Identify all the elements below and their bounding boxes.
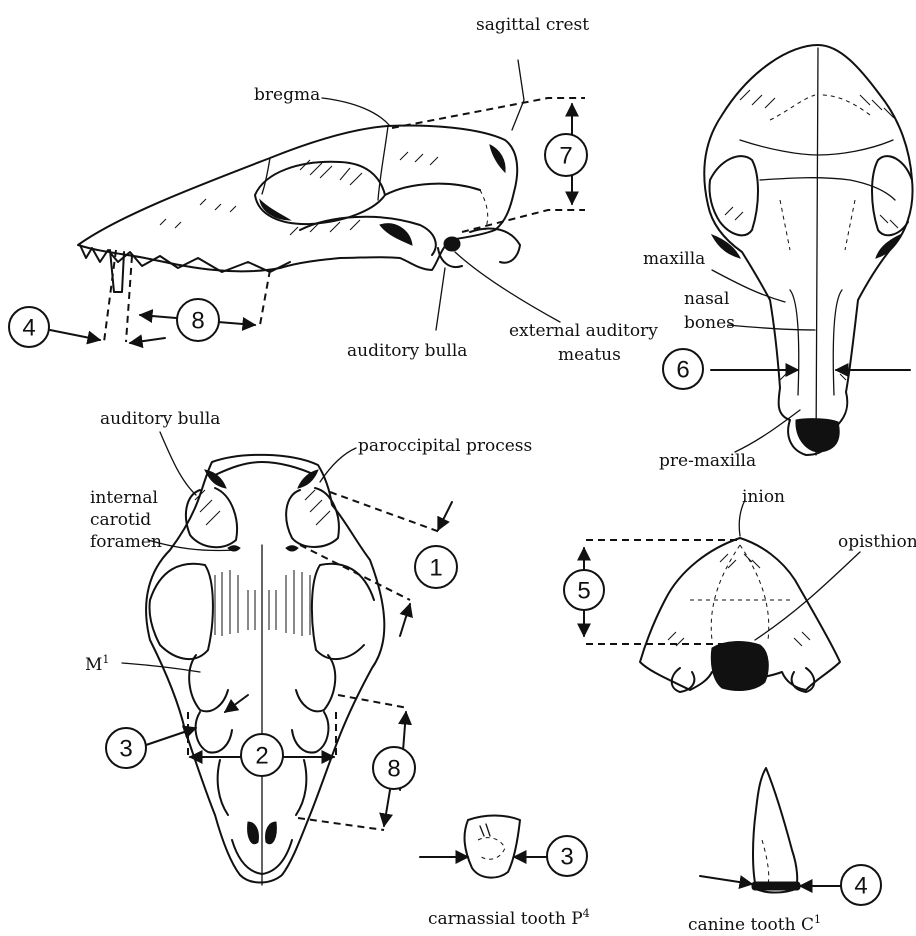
label-bones: bones bbox=[684, 313, 735, 333]
measurement-8-ventral-label: 8 bbox=[387, 756, 400, 783]
label-inion: inion bbox=[742, 487, 785, 507]
measurement-5-label: 5 bbox=[577, 578, 590, 605]
measurement-6: 6 bbox=[663, 349, 910, 389]
label-opisthion: opisthion bbox=[838, 532, 916, 552]
label-auditory-bulla-lateral: auditory bulla bbox=[347, 341, 467, 361]
measurement-3-tooth-label: 3 bbox=[560, 844, 573, 871]
measurement-8-lateral: 8 bbox=[126, 256, 270, 343]
label-m1-base: M bbox=[85, 655, 102, 675]
label-carnassial-base: carnassial tooth P bbox=[428, 909, 583, 929]
label-carotid: carotid bbox=[90, 510, 151, 530]
measurement-4-lateral-label: 4 bbox=[22, 315, 35, 342]
label-m1-sup: 1 bbox=[102, 653, 109, 666]
label-auditory-bulla-ventral: auditory bulla bbox=[100, 409, 220, 429]
measurement-5: 5 bbox=[564, 540, 748, 644]
label-pre-maxilla: pre-maxilla bbox=[659, 451, 756, 471]
canine-tooth-drawing: 4 bbox=[700, 768, 881, 905]
measurement-4-lateral: 4 bbox=[9, 250, 116, 347]
label-m1: M1 bbox=[85, 653, 109, 675]
label-maxilla: maxilla bbox=[643, 249, 705, 269]
measurement-3-ventral-label: 3 bbox=[119, 736, 132, 763]
measurement-8-ventral: 8 bbox=[298, 695, 415, 830]
carnassial-tooth-drawing: 3 bbox=[420, 816, 587, 878]
label-paroccipital-process: paroccipital process bbox=[358, 436, 532, 456]
occipital-view bbox=[640, 538, 840, 692]
label-external-auditory: external auditory bbox=[509, 321, 658, 341]
measurement-2-label: 2 bbox=[255, 743, 268, 770]
label-sagittal-crest: sagittal crest bbox=[476, 15, 589, 35]
label-meatus: meatus bbox=[558, 345, 621, 365]
measurement-7: 7 bbox=[392, 98, 587, 232]
label-carnassial-sup: 4 bbox=[583, 907, 590, 920]
measurement-1-label: 1 bbox=[429, 555, 442, 582]
measurement-7-label: 7 bbox=[559, 143, 572, 170]
label-bregma: bregma bbox=[254, 85, 320, 105]
label-internal: internal bbox=[90, 488, 158, 508]
measurement-8-lateral-label: 8 bbox=[191, 308, 204, 335]
label-canine-sup: 1 bbox=[814, 913, 821, 926]
label-canine-base: canine tooth C bbox=[688, 915, 814, 935]
measurement-6-label: 6 bbox=[676, 357, 689, 384]
label-canine-tooth: canine tooth C1 bbox=[688, 913, 821, 935]
dorsal-skull-view bbox=[704, 45, 912, 455]
lateral-skull-view bbox=[78, 126, 520, 292]
label-nasal: nasal bbox=[684, 289, 729, 309]
label-carnassial-tooth: carnassial tooth P4 bbox=[428, 907, 590, 929]
measurement-4-tooth-label: 4 bbox=[854, 873, 867, 900]
label-foramen: foramen bbox=[90, 532, 162, 552]
